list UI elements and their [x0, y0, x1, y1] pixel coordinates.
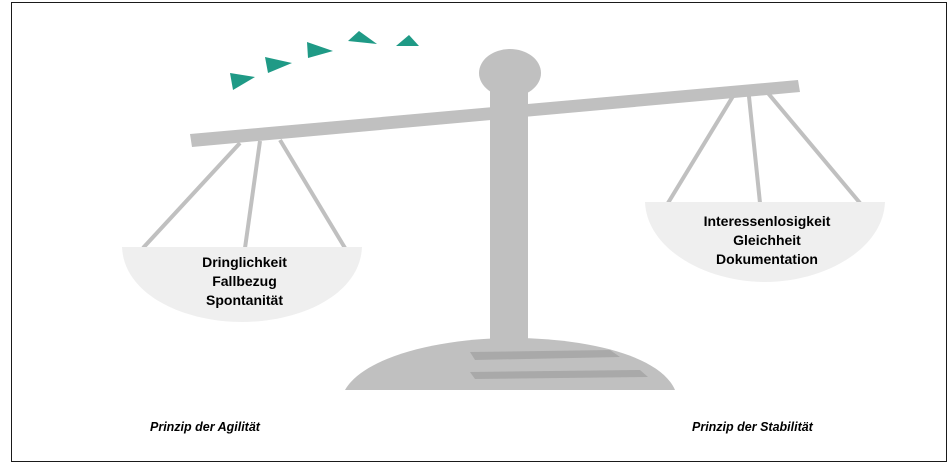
scale-pillar — [490, 80, 528, 340]
right-pan-item: Gleichheit — [733, 232, 801, 248]
arrow-triangle — [348, 31, 377, 44]
scale-knob — [479, 49, 541, 97]
rotation-arrow-icon — [230, 31, 419, 90]
right-pan — [645, 202, 885, 282]
left-pan — [122, 247, 362, 322]
left-pan-strings — [141, 138, 347, 250]
right-pan-labels: Interessenlosigkeit Gleichheit Dokumenta… — [672, 212, 862, 269]
principle-stability-label: Prinzip der Stabilität — [692, 420, 813, 434]
scale-beam — [190, 80, 800, 147]
left-pan-item: Dringlichkeit — [202, 254, 287, 270]
arrow-triangle — [265, 57, 292, 73]
principle-agility-label: Prinzip der Agilität — [150, 420, 260, 434]
left-pan-item: Fallbezug — [212, 273, 277, 289]
right-pan-item: Dokumentation — [716, 251, 818, 267]
right-pan-strings — [666, 84, 862, 205]
arrow-triangle — [307, 42, 333, 58]
base-shade-1 — [470, 350, 620, 360]
left-pan-labels: Dringlichkeit Fallbezug Spontanität — [162, 253, 327, 310]
base-shade-2 — [470, 370, 648, 379]
left-pan-item: Spontanität — [206, 292, 283, 308]
arrow-triangle — [230, 73, 255, 90]
right-pan-item: Interessenlosigkeit — [703, 213, 831, 229]
scale-base — [345, 338, 675, 390]
arrow-triangle — [396, 35, 419, 46]
